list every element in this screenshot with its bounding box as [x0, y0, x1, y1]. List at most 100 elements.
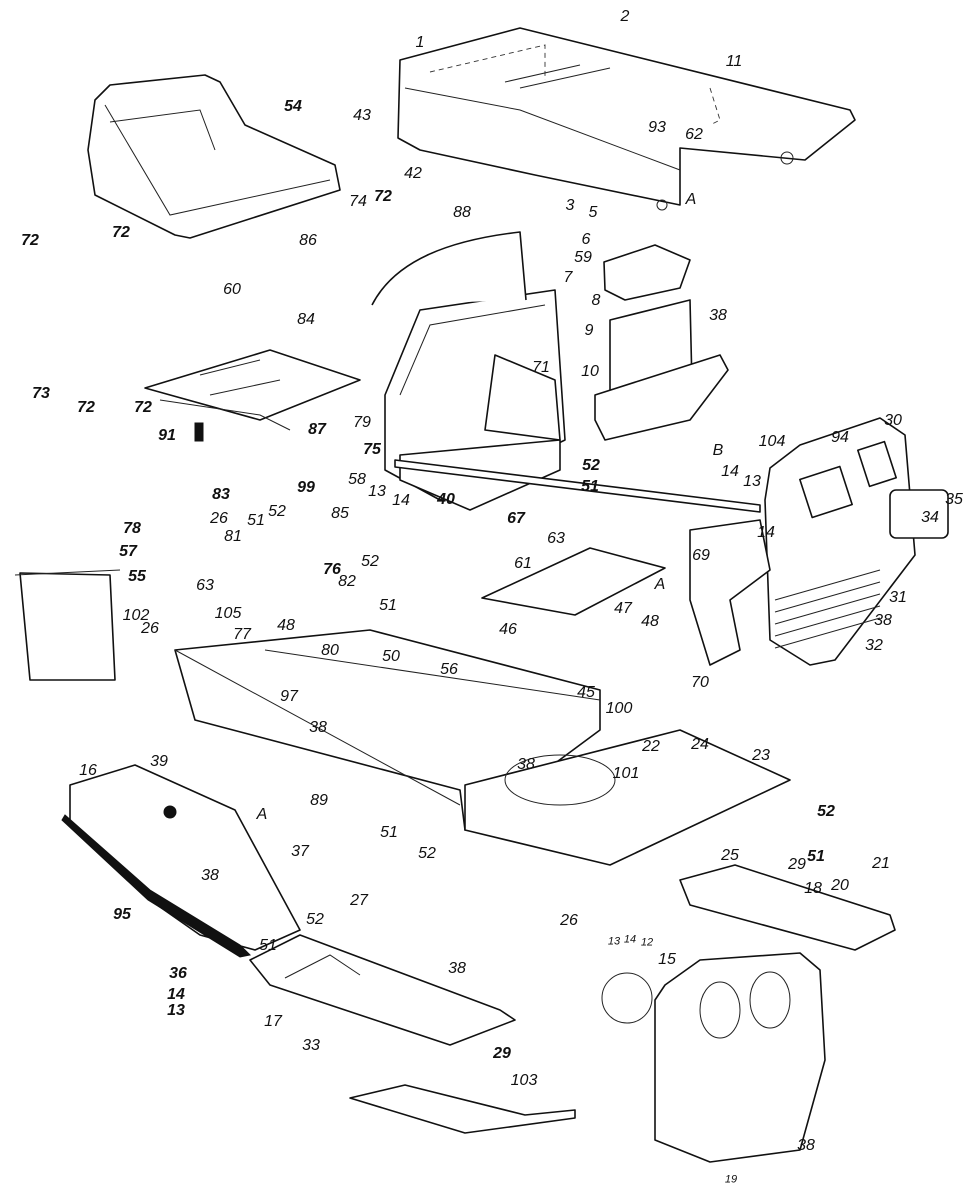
ref-letter-a: A	[654, 576, 666, 593]
callout: 26	[560, 912, 578, 929]
callout: 48	[641, 613, 659, 630]
ref-letter-a: A	[256, 806, 268, 823]
tool-box-102	[14, 569, 121, 681]
callout: 82	[338, 573, 356, 590]
seat-bracket-87	[144, 349, 361, 442]
callout: 51	[581, 478, 599, 495]
callout: 52	[582, 457, 600, 474]
callout: 97	[280, 688, 298, 705]
callout: 6	[581, 231, 591, 248]
hood	[397, 27, 856, 211]
callout: 18	[804, 880, 822, 897]
callout: 36	[169, 965, 187, 982]
callout: 62	[685, 126, 703, 143]
callout: 51	[807, 848, 825, 865]
callout: 52	[817, 803, 835, 820]
page-number: 19	[724, 1173, 738, 1186]
callout: 3	[565, 197, 575, 214]
callout: 95	[113, 906, 131, 923]
callout: 29	[788, 856, 806, 873]
callout: 83	[212, 486, 230, 503]
callout: 14	[623, 933, 637, 946]
callout: 38	[309, 719, 327, 736]
callout: 55	[128, 568, 146, 585]
callout: 8	[591, 292, 601, 309]
callout: 72	[21, 232, 39, 249]
callout: 16	[79, 762, 97, 779]
callout: 88	[453, 204, 471, 221]
callout: 72	[112, 224, 130, 241]
callout: 103	[510, 1072, 538, 1089]
right-footboard-29	[679, 864, 896, 951]
callout: 25	[721, 847, 739, 864]
callout: 100	[605, 700, 633, 717]
callout: 13	[167, 1002, 185, 1019]
callout: 51	[380, 824, 398, 841]
callout: 75	[363, 441, 381, 458]
callout: 40	[437, 491, 455, 508]
callout: 15	[658, 951, 676, 968]
callout: 104	[758, 433, 786, 450]
callout: 59	[574, 249, 592, 266]
callout: 9	[584, 322, 594, 339]
callout: 84	[297, 311, 315, 328]
callout: 13	[607, 935, 621, 948]
side-panel-70	[689, 519, 771, 666]
callout: 39	[150, 753, 168, 770]
callout: 24	[691, 736, 709, 753]
callout: 58	[348, 471, 366, 488]
steering-tube	[371, 231, 527, 306]
callout: 1	[415, 34, 425, 51]
callout: 52	[306, 911, 324, 928]
main-frame	[174, 629, 791, 866]
callout: 61	[514, 555, 532, 572]
callout: 11	[725, 53, 743, 70]
callout: 50	[382, 648, 400, 665]
callout: 101	[612, 765, 640, 782]
callout: 7	[563, 269, 573, 286]
foot-mat-103	[349, 1084, 576, 1134]
callout: 45	[577, 684, 595, 701]
callout: 22	[642, 738, 660, 755]
callout: 52	[361, 553, 379, 570]
callout: 37	[291, 843, 309, 860]
left-fender-37	[61, 764, 301, 958]
callout: 20	[831, 877, 849, 894]
callout: 77	[233, 626, 251, 643]
callout: 99	[297, 479, 315, 496]
callout: 5	[588, 204, 598, 221]
callout: 72	[374, 188, 392, 205]
callout: 81	[224, 528, 242, 545]
callout: 13	[368, 483, 386, 500]
callout: 78	[123, 520, 141, 537]
callout: 69	[692, 547, 710, 564]
seat	[87, 74, 341, 239]
callout: 38	[797, 1137, 815, 1154]
callout: 73	[32, 385, 50, 402]
callout: 17	[264, 1013, 282, 1030]
callout: 21	[872, 855, 890, 872]
callout: 74	[349, 193, 367, 210]
floor-plate-46	[481, 547, 666, 616]
callout: 26	[210, 510, 228, 527]
callout: 102	[122, 607, 150, 624]
callout: 52	[268, 503, 286, 520]
callout: 14	[757, 524, 775, 541]
battery-assembly	[594, 244, 729, 441]
callout: 2	[620, 8, 630, 25]
callout: 86	[299, 232, 317, 249]
tie-rod	[394, 459, 761, 513]
callout: 38	[517, 756, 535, 773]
callout: 87	[308, 421, 326, 438]
callout: 72	[134, 399, 152, 416]
callout: 105	[214, 605, 242, 622]
callout: 10	[581, 363, 599, 380]
callout: 57	[119, 543, 137, 560]
ref-letter-a: A	[685, 191, 697, 208]
callout: 52	[418, 845, 436, 862]
callout: 48	[277, 617, 295, 634]
callout: 63	[547, 530, 565, 547]
callout: 23	[752, 747, 770, 764]
